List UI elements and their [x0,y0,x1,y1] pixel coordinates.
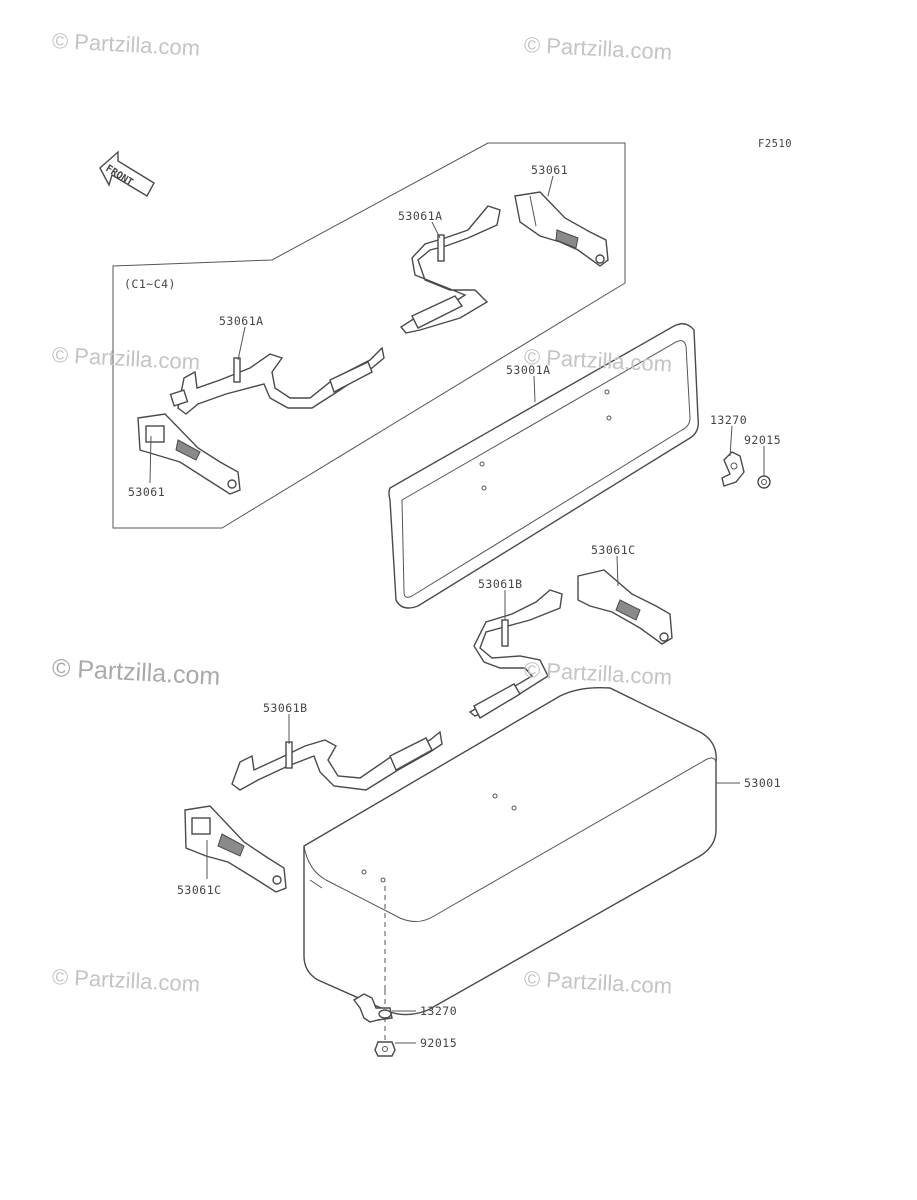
group-outline [112,142,626,529]
part-label-53061-group: 53061 [128,485,166,499]
part-label-53061-top: 53061 [531,163,569,177]
part-label-53001: 53001 [744,776,782,790]
diagram-code: F2510 [758,138,793,150]
nut-92015-bottom [374,1041,396,1057]
seat-belt-strap-53061a-top [399,205,501,334]
part-label-53061c-left: 53061C [177,883,222,897]
backrest-cushion-53001a [388,323,700,609]
seat-cushion-53001 [303,686,717,1016]
front-arrow-icon: FRONT [99,150,155,197]
part-label-53061b-mid: 53061B [478,577,523,591]
nut-92015-top [757,475,771,489]
group-label: (C1~C4) [124,277,176,291]
part-label-53061c-right: 53061C [591,543,636,557]
seat-belt-buckle-53061c-left [184,805,287,893]
part-label-53061a-top: 53061A [398,209,443,223]
part-label-92015-bottom: 92015 [420,1036,458,1050]
bracket-13270-top [721,451,745,487]
seat-belt-strap-53061b-mid [468,589,563,719]
part-label-13270-bottom: 13270 [420,1004,458,1018]
part-label-53061b-left: 53061B [263,701,308,715]
part-label-53001a: 53001A [506,363,551,377]
seat-belt-buckle-53061c-right [577,569,673,645]
part-label-92015-top: 92015 [744,433,782,447]
part-label-53061a-group: 53061A [219,314,264,328]
seat-belt-buckle-53061-top [514,191,609,267]
leader-lines [149,175,765,1044]
part-label-13270-top: 13270 [710,413,748,427]
seat-belt-strap-53061b-left [231,730,443,791]
bracket-13270-bottom [352,993,393,1023]
seat-belt-buckle-53061-group [137,413,241,495]
seat-belt-strap-53061a-group [169,346,385,415]
